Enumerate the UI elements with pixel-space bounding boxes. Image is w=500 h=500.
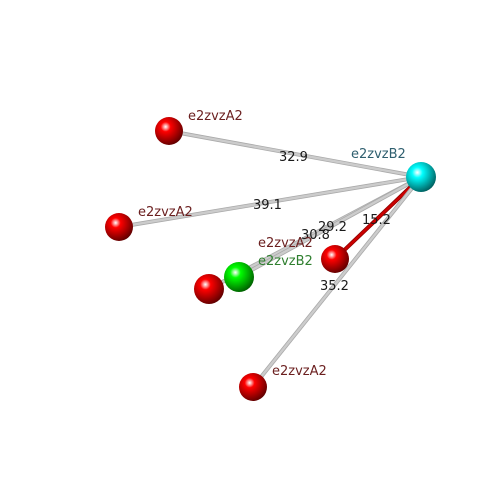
distance-label-a5: 35.2 bbox=[320, 279, 349, 294]
bond-center-a4 bbox=[333, 175, 423, 261]
atom-center[interactable] bbox=[406, 162, 436, 192]
atom-label-g1: e2zvzB2 bbox=[258, 254, 313, 269]
atom-label-a5: e2zvzA2 bbox=[272, 364, 327, 379]
atom-label-layer: e2zvzB2 e2zvzA2 e2zvzA2 e2zvzA2 e2zvzA2 e2zvz… bbox=[138, 109, 406, 379]
distance-label-layer: 32.9 39.1 30.829.2 15.2 35.2 bbox=[253, 150, 391, 294]
distance-label-a4: 15.2 bbox=[362, 213, 391, 228]
bond-layer bbox=[117, 129, 423, 389]
atom-a3[interactable] bbox=[194, 274, 224, 304]
distance-label-a2: 39.1 bbox=[253, 198, 282, 213]
atom-a1[interactable] bbox=[155, 117, 183, 145]
distance-label-g1: 29.2 bbox=[318, 220, 347, 235]
atom-label-a3: e2zvzA2 bbox=[258, 236, 313, 251]
atom-a4[interactable] bbox=[321, 245, 349, 273]
bond-center-a2 bbox=[117, 175, 423, 229]
bond-center-g1 bbox=[237, 175, 423, 279]
distance-label-a1: 32.9 bbox=[279, 150, 308, 165]
atom-label-center: e2zvzB2 bbox=[351, 147, 406, 162]
bond-center-a1 bbox=[167, 129, 423, 179]
atom-layer bbox=[105, 117, 436, 401]
atom-g1[interactable] bbox=[224, 262, 254, 292]
atom-label-a1: e2zvzA2 bbox=[188, 109, 243, 124]
bond-center-a5 bbox=[251, 175, 423, 389]
distance-label-a3: 30.8 bbox=[301, 228, 330, 243]
atom-a5[interactable] bbox=[239, 373, 267, 401]
atom-a2[interactable] bbox=[105, 213, 133, 241]
atom-label-a2: e2zvzA2 bbox=[138, 205, 193, 220]
